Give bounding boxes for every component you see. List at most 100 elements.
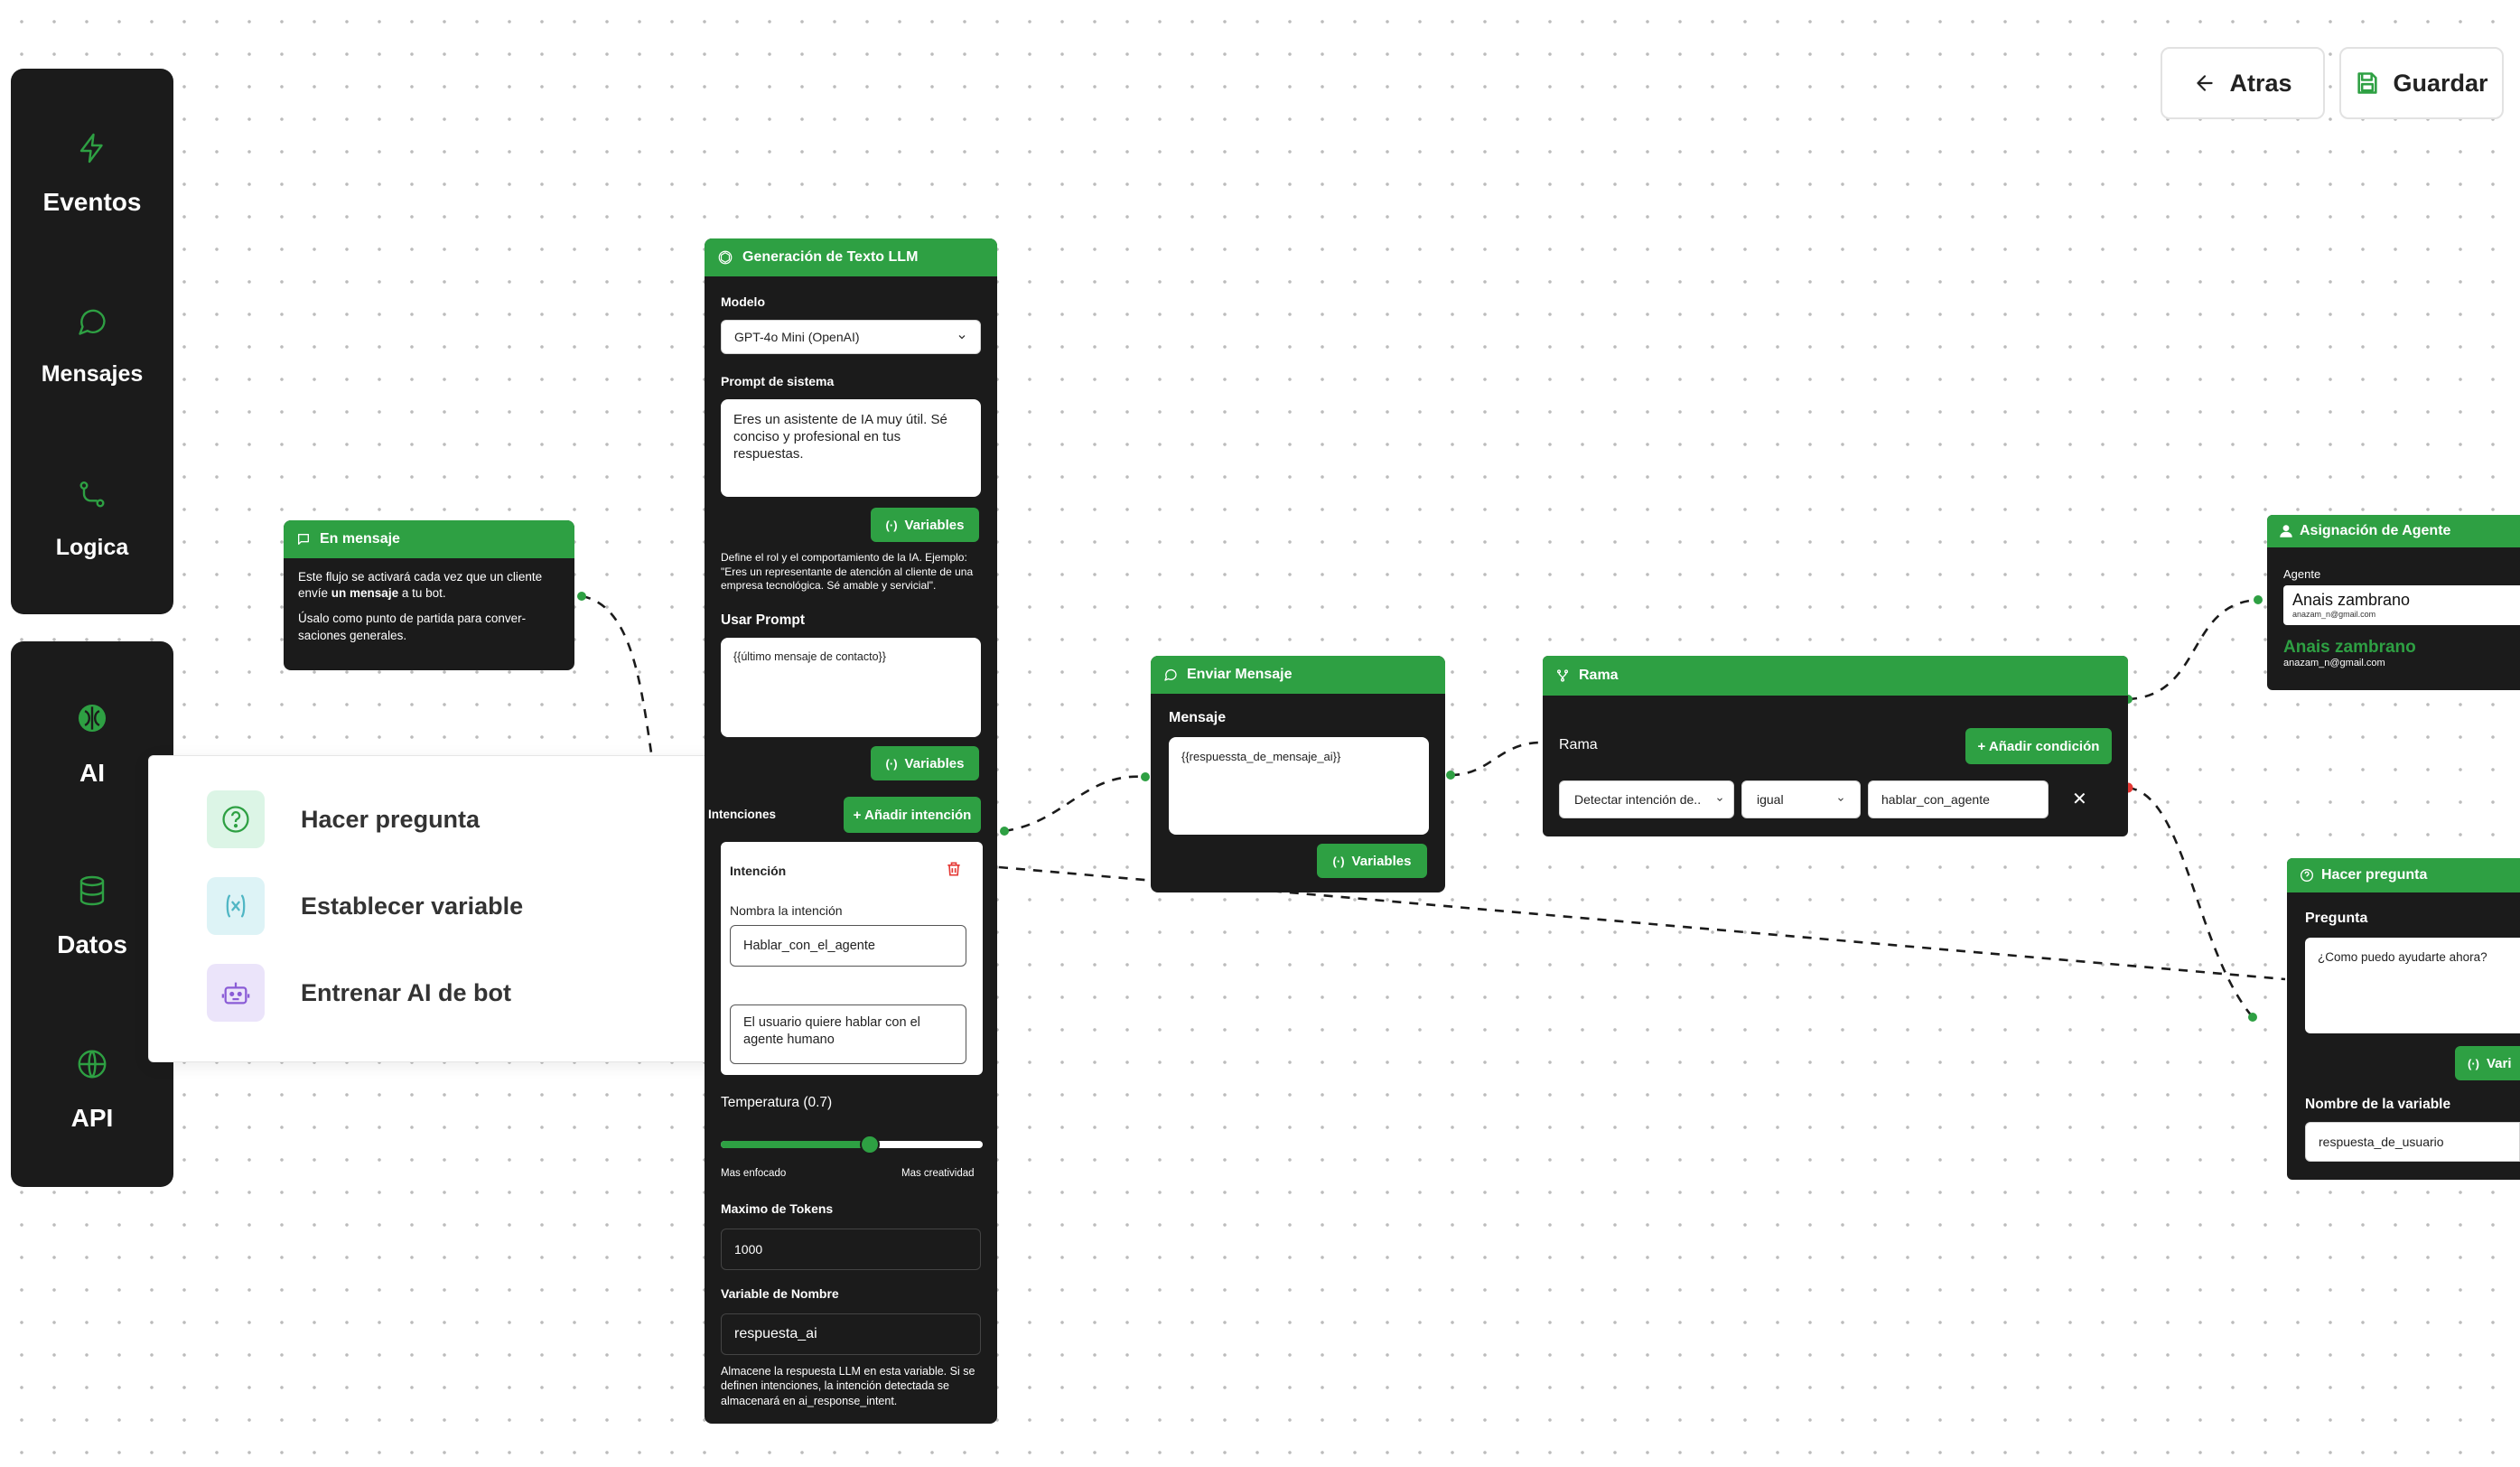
sidebar-item-datos[interactable]: Datos [11,874,173,959]
node-rama[interactable]: Rama Rama + Añadir condición Detectar in… [1543,656,2128,836]
popup-item-label: Hacer pregunta [301,805,481,833]
ai-actions-popup: Hacer pregunta Establecer variable Entre… [148,755,726,1062]
node-generacion-texto-llm[interactable]: Generación de Texto LLM Modelo GPT-4o Mi… [705,238,997,1424]
use-prompt-label: Usar Prompt [721,612,806,628]
popup-item-establecer-variable[interactable]: Establecer variable [207,877,523,935]
intent-name-label: Nombra la intención [730,903,843,918]
add-condition-button[interactable]: + Añadir condición [1965,728,2112,764]
openai-icon [717,249,733,266]
temperature-label: Temperatura (0.7) [721,1095,833,1110]
system-prompt-textarea[interactable]: Eres un asistente de IA muy útil. Sé con… [721,399,981,497]
sidebar-item-label: API [70,1104,114,1132]
sidebar-item-ai[interactable]: AI [11,701,173,788]
node-header[interactable]: Rama [1543,656,2128,696]
max-tokens-input[interactable]: 1000 [721,1229,981,1270]
port-llm-out [1000,827,1009,836]
popup-item-label: Entrenar AI de bot [301,978,512,1006]
model-select[interactable]: GPT-4o Mini (OpenAI) [721,320,981,354]
question-label: Pregunta [2305,911,2368,926]
trash-icon[interactable] [945,860,963,878]
popup-item-hacer-pregunta[interactable]: Hacer pregunta [207,790,480,848]
node-asignacion-agente[interactable]: Asignación de Agente Agente Anais zambra… [2267,515,2520,690]
sidebar-item-label: Logica [55,535,129,560]
popup-item-label: Establecer variable [301,892,524,920]
node-header[interactable]: En mensaje [284,520,574,558]
message-icon [76,305,108,338]
message-textarea[interactable]: {{respuessta_de_mensaje_ai}} [1169,737,1429,835]
chevron-down-icon [1715,795,1724,804]
node-header[interactable]: Enviar Mensaje [1151,656,1445,694]
save-button[interactable]: Guardar [2339,47,2504,119]
sidebar-item-label: AI [79,759,105,787]
node-enviar-mensaje[interactable]: Enviar Mensaje Mensaje {{respuessta_de_m… [1151,656,1445,892]
use-prompt-variables-button[interactable]: (·) Variables [871,746,979,780]
agent-option-name: Anais zambrano [2283,638,2416,657]
arrow-left-icon [2193,71,2217,95]
chevron-down-icon [957,332,967,342]
condition-operator-value: igual [1757,792,1784,807]
var-name-input[interactable]: respuesta_de_usuario [2305,1122,2520,1162]
condition-field-value: Detectar intención de.. [1574,792,1702,807]
sidebar-item-eventos[interactable]: Eventos [11,132,173,217]
sidebar-item-mensajes[interactable]: Mensajes [11,305,173,388]
use-prompt-textarea[interactable]: {{último mensaje de contacto}} [721,638,981,737]
message-variables-button[interactable]: (·) Variables [1317,844,1427,878]
close-icon[interactable]: ✕ [2072,790,2087,809]
variable-icon: (·) [885,756,898,771]
condition-value-input[interactable]: hablar_con_agente [1868,780,2049,818]
node-title: En mensaje [320,531,400,547]
model-value: GPT-4o Mini (OpenAI) [734,330,860,344]
var-name-label: Nombre de la variable [2305,1097,2451,1112]
sidebar-item-logica[interactable]: Logica [11,479,173,561]
slider-thumb[interactable] [860,1135,880,1154]
agent-option[interactable]: Anais zambrano anazam_n@gmail.com [2283,638,2520,668]
agent-option-email: anazam_n@gmail.com [2283,658,2385,668]
var-name-label: Variable de Nombre [721,1286,839,1301]
node-title: Generación de Texto LLM [742,249,919,265]
condition-field-select[interactable]: Detectar intención de.. [1559,780,1734,818]
question-variables-button[interactable]: (·) Vari [2455,1046,2520,1080]
message-label: Mensaje [1169,710,1227,725]
agent-selected-email: anazam_n@gmail.com [2292,610,2376,619]
bolt-icon [76,132,108,164]
model-label: Modelo [721,294,765,309]
chevron-down-icon [1836,795,1845,804]
question-circle-icon [207,790,265,848]
back-button[interactable]: Atras [2161,47,2325,119]
max-tokens-label: Maximo de Tokens [721,1201,834,1216]
add-intent-button[interactable]: + Añadir intención [844,797,981,833]
system-prompt-help: Define el rol y el comportamiento de la … [721,551,974,593]
slider-fill [721,1141,870,1148]
node-header[interactable]: Asignación de Agente [2267,515,2520,547]
branch-icon [76,479,108,511]
node-en-mensaje[interactable]: En mensaje Este flujo se activará cada v… [284,520,574,670]
message-icon [1163,668,1178,682]
node-title: Rama [1579,668,1619,683]
port-pregunta-in [2248,1013,2257,1022]
connector-rama-agente [2127,598,2259,701]
node-title: Hacer pregunta [2321,867,2428,883]
intent-name-input[interactable]: Hablar_con_el_agente [730,925,966,967]
question-circle-icon [2300,868,2314,883]
node-hacer-pregunta[interactable]: Hacer pregunta Pregunta ¿Como puedo ayud… [2287,858,2520,1180]
sidebar-group-advanced: AI Datos API [11,641,173,1187]
var-name-help: Almacene la respuesta LLM en esta variab… [721,1365,975,1407]
popup-item-entrenar-ai[interactable]: Entrenar AI de bot [207,964,511,1022]
question-textarea[interactable]: ¿Como puedo ayudarte ahora? [2305,938,2520,1033]
temp-min-label: Mas enfocado [721,1168,787,1179]
button-label: Variables [904,517,965,533]
agent-selected-name: Anais zambrano [2292,591,2411,609]
intent-description-textarea[interactable]: El usuario quiere hablar con el agente h… [730,1004,966,1064]
var-name-input[interactable]: respuesta_ai [721,1313,981,1355]
condition-operator-select[interactable]: igual [1741,780,1861,818]
connector-en-mensaje-llm [581,594,654,760]
button-label: Vari [2487,1055,2512,1071]
node-header[interactable]: Hacer pregunta [2287,858,2520,892]
sidebar-item-label: Mensajes [41,361,144,387]
system-prompt-variables-button[interactable]: (·) Variables [871,508,979,542]
intent-title: Intención [730,864,787,878]
temperature-slider[interactable] [721,1135,983,1154]
agent-select[interactable]: Anais zambrano anazam_n@gmail.com [2283,585,2520,625]
sidebar-item-api[interactable]: API [11,1048,173,1133]
node-header[interactable]: Generación de Texto LLM [705,238,997,276]
